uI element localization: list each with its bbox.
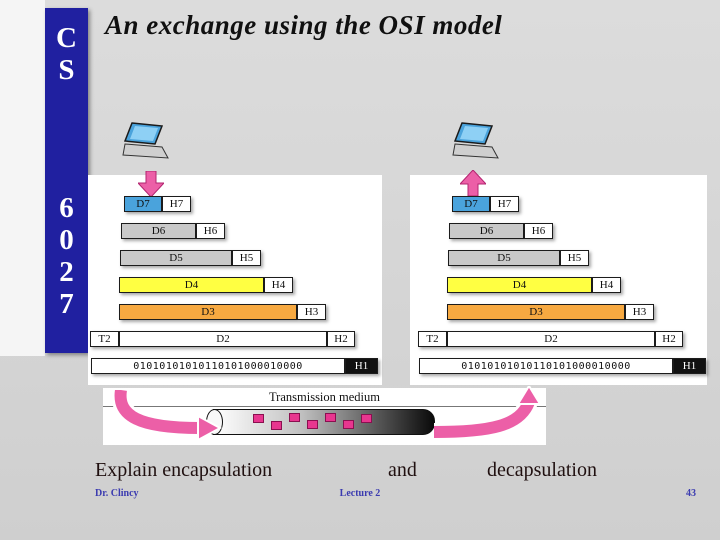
- encapsulation-flow-arrow: [111, 390, 223, 442]
- transmission-cable: [213, 409, 435, 435]
- bit-square: [253, 414, 264, 423]
- receiver-l7-data: D7: [452, 196, 490, 212]
- receiver-l2-trailer: T2: [418, 331, 447, 347]
- receiver-l1-header: H1: [673, 358, 706, 374]
- receiver-l7-header: H7: [490, 196, 519, 212]
- sender-l2-trailer: T2: [90, 331, 119, 347]
- sender-l3-header: H3: [297, 304, 326, 320]
- footer-page-number: 43: [686, 488, 696, 499]
- laptop-icon: [452, 122, 499, 159]
- sender-l7-header: H7: [162, 196, 191, 212]
- receiver-l5-data: D5: [448, 250, 560, 266]
- bit-square: [289, 413, 300, 422]
- receiver-l4-header: H4: [592, 277, 621, 293]
- course-number: 6: [59, 192, 74, 224]
- sender-l4-data: D4: [119, 277, 264, 293]
- caption-and: and: [388, 459, 417, 481]
- caption-explain: Explain encapsulation: [95, 459, 273, 481]
- transmission-label: Transmission medium: [268, 390, 380, 404]
- course-number: 0: [59, 224, 74, 256]
- receiver-l6-data: D6: [449, 223, 524, 239]
- footer-author: Dr. Clincy: [95, 488, 139, 499]
- arrow-up-icon: [460, 170, 486, 196]
- sender-l1-header: H1: [345, 358, 378, 374]
- sender-l5-header: H5: [232, 250, 261, 266]
- sender-l2-header: H2: [327, 331, 355, 347]
- course-letter: S: [58, 54, 75, 86]
- course-number: 2: [59, 256, 74, 288]
- divider-line: [103, 406, 546, 407]
- sender-l6-header: H6: [196, 223, 225, 239]
- bit-square: [307, 420, 318, 429]
- receiver-l1-bits: 01010101010110101000010000: [419, 358, 673, 374]
- sender-l5-data: D5: [120, 250, 232, 266]
- bit-square: [271, 421, 282, 430]
- receiver-l2-data: D2: [447, 331, 655, 347]
- course-letter: C: [56, 22, 77, 54]
- left-margin-strip: [0, 0, 45, 356]
- arrow-down-icon: [138, 171, 164, 197]
- sender-l4-header: H4: [264, 277, 293, 293]
- caption-decapsulation: decapsulation: [487, 459, 597, 481]
- sender-l6-data: D6: [121, 223, 196, 239]
- bit-square: [325, 413, 336, 422]
- course-code-bar: C S 6 0 2 7: [45, 8, 88, 353]
- laptop-icon: [122, 122, 169, 159]
- receiver-l3-header: H3: [625, 304, 654, 320]
- receiver-l6-header: H6: [524, 223, 553, 239]
- footer-lecture: Lecture 2: [339, 488, 381, 499]
- decapsulation-flow-arrow: [433, 386, 542, 441]
- sender-l7-data: D7: [124, 196, 162, 212]
- sender-l1-bits: 01010101010110101000010000: [91, 358, 345, 374]
- receiver-l4-data: D4: [447, 277, 592, 293]
- transmission-panel: Transmission medium: [103, 388, 546, 445]
- receiver-l5-header: H5: [560, 250, 589, 266]
- page-title: An exchange using the OSI model: [105, 10, 503, 40]
- bit-square: [343, 420, 354, 429]
- receiver-l2-header: H2: [655, 331, 683, 347]
- sender-l3-data: D3: [119, 304, 297, 320]
- receiver-l3-data: D3: [447, 304, 625, 320]
- course-number: 7: [59, 288, 74, 320]
- sender-l2-data: D2: [119, 331, 327, 347]
- bit-square: [361, 414, 372, 423]
